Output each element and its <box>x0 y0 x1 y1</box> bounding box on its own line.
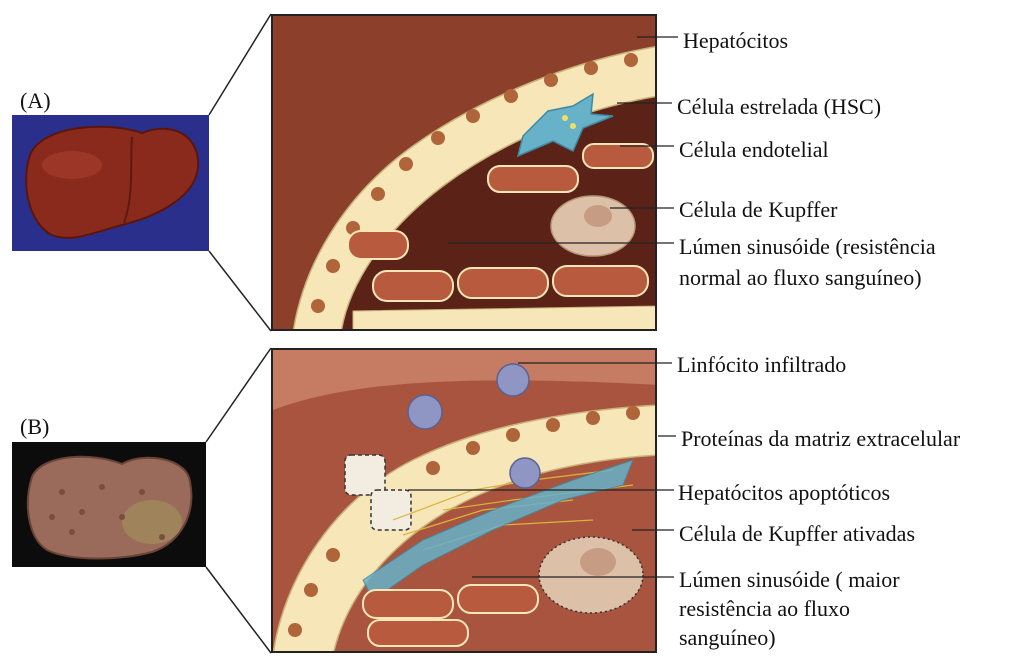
label-endothelial-cell: Célula endotelial <box>679 136 829 163</box>
label-sinusoid-lumen-fibrotic-3: sanguíneo) <box>679 624 776 651</box>
label-sinusoid-lumen-fibrotic-2: resistência ao fluxo <box>679 595 850 622</box>
panel-a-label: (A) <box>20 88 51 114</box>
label-infiltrating-lymphocyte: Linfócito infiltrado <box>677 351 846 378</box>
healthy-sinusoid-inset <box>271 14 657 331</box>
panel-b-label: (B) <box>20 414 49 440</box>
label-sinusoid-lumen-normal-2: normal ao fluxo sanguíneo) <box>679 264 922 291</box>
label-sinusoid-lumen-fibrotic-1: Lúmen sinusóide ( maior <box>679 566 900 593</box>
label-sinusoid-lumen-normal-1: Lúmen sinusóide (resistência <box>679 233 936 260</box>
label-hepatocytes: Hepatócitos <box>683 27 788 54</box>
healthy-liver-photo <box>12 115 209 251</box>
healthy-liver-shape <box>26 127 198 238</box>
label-ecm-proteins: Proteínas da matriz extracelular <box>681 425 960 452</box>
activated-kupffer-cell <box>539 537 643 613</box>
label-apoptotic-hepatocytes: Hepatócitos apoptóticos <box>678 479 890 506</box>
label-kupffer-cell: Célula de Kupffer <box>679 196 837 223</box>
label-stellate-cell: Célula estrelada (HSC) <box>677 93 881 120</box>
cirrhotic-liver-photo <box>12 442 206 567</box>
label-activated-kupffer: Célula de Kupffer ativadas <box>679 520 915 547</box>
fibrotic-sinusoid-inset <box>271 348 657 653</box>
